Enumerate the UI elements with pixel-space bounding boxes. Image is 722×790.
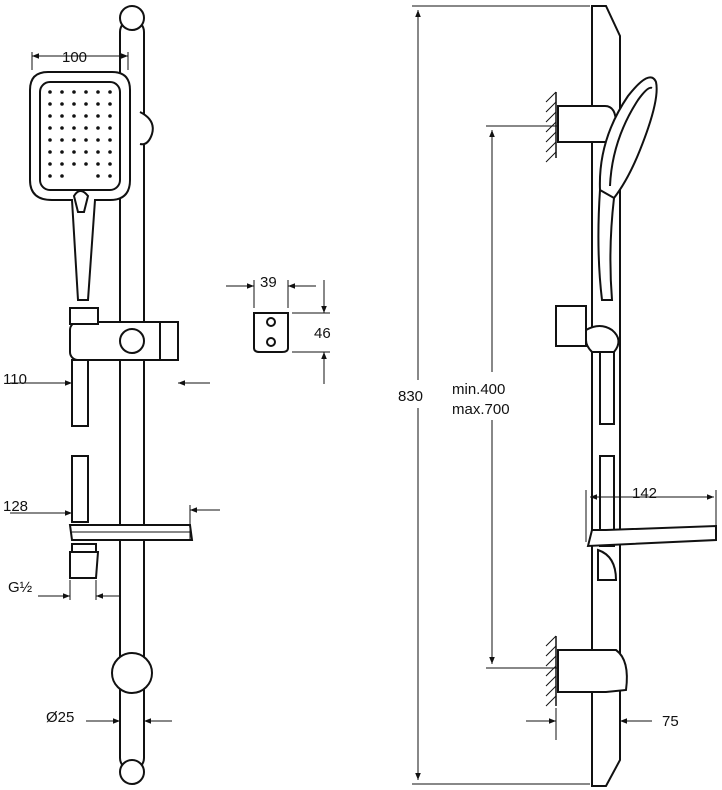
- dim-bracket-height: 46: [314, 325, 331, 342]
- front-view: [29, 5, 194, 785]
- dim-rail-diameter: Ø25: [46, 709, 74, 726]
- slide-rail: [111, 5, 153, 785]
- dim-spacing-max: max.700: [452, 401, 510, 418]
- dim-thread: G½: [8, 579, 33, 596]
- slider-holder: [69, 307, 179, 427]
- soap-shelf-icon: [68, 524, 194, 541]
- dim-shelf-offset: 128: [3, 498, 28, 515]
- side-view: [545, 5, 717, 787]
- hand-shower-icon: [29, 71, 131, 301]
- wall-bracket-icon: 39 46: [226, 274, 331, 384]
- front-dimensions: 100 110 128 G½ Ø25: [3, 49, 220, 726]
- dim-holder-offset: 110: [3, 371, 27, 388]
- wall-hatch-icon: [545, 91, 557, 707]
- spray-nozzles: [48, 90, 112, 178]
- dim-wall-projection: 75: [662, 713, 679, 730]
- dim-bracket-width: 39: [260, 274, 277, 291]
- dim-spacing-min: min.400: [452, 381, 505, 398]
- dim-total-height: 830: [398, 388, 423, 405]
- hose-connector: [69, 543, 100, 579]
- side-dimensions: 830 min.400 max.700 142 75: [398, 5, 717, 785]
- dim-handshower-width: 100: [62, 49, 87, 66]
- dim-shelf-depth: 142: [632, 485, 657, 502]
- hand-shower-side: [597, 76, 658, 301]
